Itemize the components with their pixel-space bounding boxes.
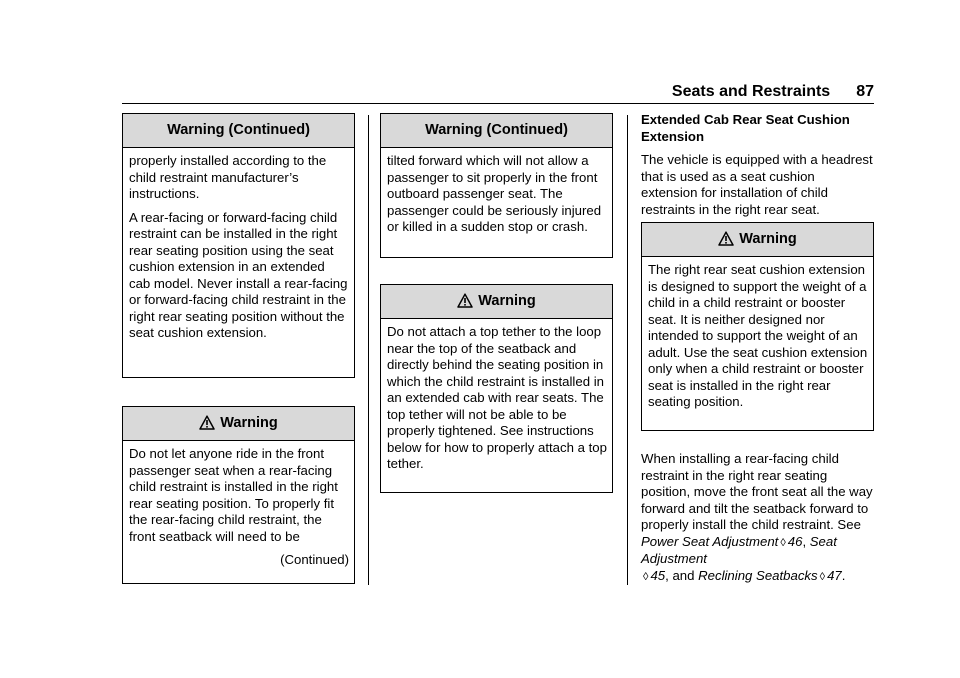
- ref-seat-adjustment[interactable]: Seat Adjustment: [641, 533, 837, 567]
- warning-box-body: Do not attach a top tether to the loop n…: [381, 319, 612, 477]
- warning-box-continued-1: Warning (Continued) properly installed a…: [122, 113, 355, 378]
- warning-box-front-passenger: Warning Do not let anyone ride in the fr…: [122, 406, 355, 584]
- warning-box-top-tether: Warning Do not attach a top tether to th…: [380, 284, 613, 493]
- column-3-intro: Extended Cab Rear Seat Cushion Extension…: [641, 112, 874, 225]
- warning-box-header: Warning: [123, 407, 354, 441]
- page-number: 87: [856, 83, 874, 100]
- column-divider-1: [368, 115, 369, 585]
- warning-box-header: Warning: [381, 285, 612, 319]
- warning-box-body: Do not let anyone ride in the front pass…: [123, 441, 354, 573]
- section-title: Seats and Restraints: [671, 83, 831, 100]
- column-divider-2: [627, 115, 628, 585]
- ref-reclining-seatbacks[interactable]: Reclining Seatbacks: [698, 567, 818, 583]
- ref-page-45[interactable]: 45: [650, 567, 666, 583]
- section-heading: Extended Cab Rear Seat Cushion Extension: [641, 112, 850, 144]
- warning-box-body: tilted forward which will not allow a pa…: [381, 148, 612, 240]
- warning-triangle-icon: [718, 226, 735, 259]
- warning-box-seat-cushion: Warning The right rear seat cushion exte…: [641, 222, 874, 431]
- warning-box-title: Warning: [739, 231, 797, 247]
- continued-label: (Continued): [280, 552, 349, 567]
- installation-text: When installing a rear-facing child rest…: [641, 451, 873, 583]
- warning-paragraph: The right rear seat cushion extension is…: [648, 262, 868, 409]
- ref-power-seat-adjustment[interactable]: Power Seat Adjustment: [641, 533, 779, 549]
- warning-paragraph: A rear-facing or forward-facing child re…: [129, 209, 348, 341]
- warning-box-header: Warning: [642, 223, 873, 257]
- warning-paragraph: Do not attach a top tether to the loop n…: [387, 324, 607, 471]
- warning-box-body: properly installed according to the chil…: [123, 148, 354, 346]
- warning-box-continued-2: Warning (Continued) tilted forward which…: [380, 113, 613, 258]
- ref-page-46[interactable]: 46: [787, 533, 803, 549]
- intro-paragraph: The vehicle is equipped with a headrest …: [641, 152, 873, 217]
- warning-box-title: Warning (Continued): [123, 114, 354, 148]
- warning-paragraph: tilted forward which will not allow a pa…: [387, 153, 602, 234]
- page-ref-icon: ◊: [819, 570, 826, 583]
- warning-box-title: Warning: [220, 415, 278, 431]
- page-header: Seats and Restraints 87: [122, 82, 874, 102]
- page-ref-icon: ◊: [643, 570, 649, 583]
- warning-paragraph: Do not let anyone ride in the front pass…: [129, 446, 338, 544]
- warning-triangle-icon: [199, 410, 216, 443]
- warning-paragraph: properly installed according to the chil…: [129, 153, 327, 201]
- warning-triangle-icon: [457, 288, 474, 321]
- warning-box-body: The right rear seat cushion extension is…: [642, 257, 873, 415]
- ref-page-47[interactable]: 47: [827, 567, 842, 583]
- warning-box-title: Warning: [478, 293, 536, 309]
- installation-paragraph: When installing a rear-facing child rest…: [641, 451, 874, 592]
- page-ref-icon: ◊: [780, 536, 786, 549]
- header-rule: [122, 103, 874, 104]
- warning-box-title: Warning (Continued): [381, 114, 612, 148]
